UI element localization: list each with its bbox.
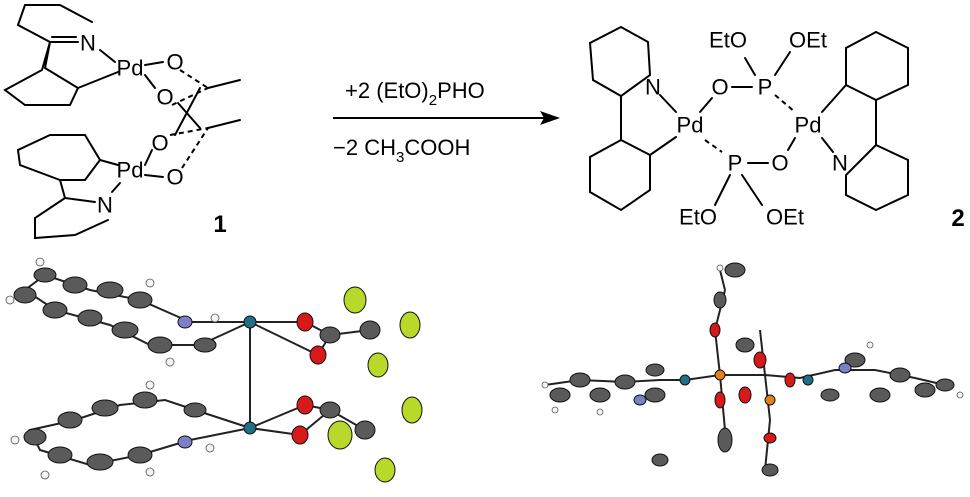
label-oet-bottom: OEt — [766, 205, 804, 230]
atom-pd-bottom: Pd — [117, 158, 144, 183]
reagent-label: +2 (EtO)2PHO — [345, 78, 485, 109]
atom-p-top: P — [758, 75, 773, 100]
atom-n-top: N — [80, 31, 96, 56]
atom-p-bottom: P — [728, 151, 743, 176]
atom-n-left: N — [645, 75, 661, 100]
atom-o1: O — [166, 50, 183, 75]
byproduct-label: −2 CH3COOH — [333, 135, 470, 166]
crystal-structure-1 — [5, 257, 423, 483]
atom-pd-left: Pd — [677, 113, 704, 138]
atom-n-bottom: N — [97, 193, 113, 218]
label-oet-top: OEt — [789, 28, 827, 53]
atom-o-bottom: O — [771, 151, 788, 176]
compound-1-label: 1 — [213, 211, 226, 238]
compound-1-structure: N Pd O O O O Pd N 1 — [3, 4, 241, 240]
atom-o3: O — [151, 131, 168, 156]
compound-2-label: 2 — [951, 205, 964, 232]
reaction-arrow: +2 (EtO)2PHO −2 CH3COOH — [333, 78, 560, 166]
atom-n-right: N — [832, 151, 848, 176]
crystal-structure-2 — [541, 262, 964, 477]
atom-pd-right: Pd — [795, 113, 822, 138]
compound-2-structure: N Pd O P Pd O P N EtO OEt EtO OEt 2 — [588, 25, 965, 232]
atom-o4: O — [166, 165, 183, 190]
label-eto-top: EtO — [709, 28, 747, 53]
atom-o2: O — [156, 85, 173, 110]
label-eto-bottom: EtO — [679, 205, 717, 230]
atom-pd-top: Pd — [117, 56, 144, 81]
atom-o-top: O — [711, 75, 728, 100]
